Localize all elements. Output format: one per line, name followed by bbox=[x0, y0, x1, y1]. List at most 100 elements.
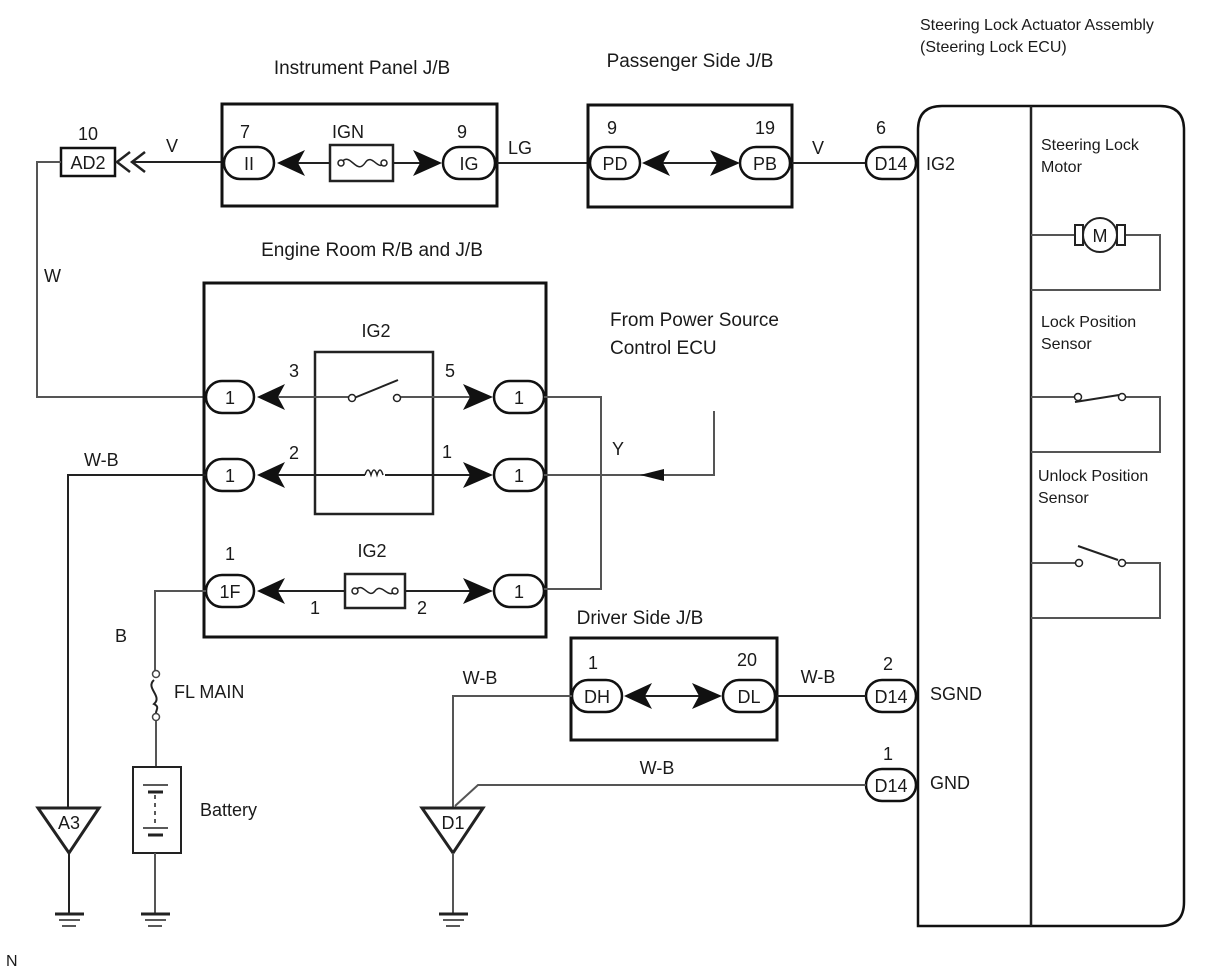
erjb-right-mid-label: 1 bbox=[514, 466, 524, 486]
instrument-panel-jb-title: Instrument Panel J/B bbox=[274, 58, 450, 79]
erjb-fuse-pin-left: 1 bbox=[310, 598, 320, 618]
ecu-connector-label-ig2: D14 bbox=[874, 154, 907, 174]
psjb-left-connector-label: PD bbox=[602, 154, 627, 174]
ground-d1-label: D1 bbox=[441, 813, 464, 833]
driver-side-jb: 1 DH 20 DL bbox=[569, 636, 779, 742]
instrument-panel-jb: 7 II IGN 9 IG bbox=[220, 102, 499, 208]
unlock-sensor-label-line1: Unlock Position bbox=[1038, 468, 1148, 485]
ground-point-a3: A3 bbox=[35, 806, 102, 927]
steering-lock-title-line1: Steering Lock Actuator Assembly bbox=[920, 17, 1154, 34]
driver-side-jb-title: Driver Side J/B bbox=[577, 608, 704, 629]
motor-symbol: M bbox=[1093, 226, 1108, 246]
wire-label-v1: V bbox=[166, 136, 178, 156]
ad2-label: AD2 bbox=[70, 153, 105, 173]
erjb-right-top-label: 1 bbox=[514, 388, 524, 408]
power-source-line2: Control ECU bbox=[610, 338, 717, 359]
ipjb-left-connector-label: II bbox=[244, 154, 254, 174]
ecu-terminal-gnd: GND bbox=[930, 773, 970, 793]
lock-sensor-label-line1: Lock Position bbox=[1041, 314, 1136, 331]
ecu-connector-label-gnd: D14 bbox=[874, 776, 907, 796]
ipjb-right-pin-number: 9 bbox=[457, 122, 467, 142]
relay-ig2-box bbox=[313, 350, 435, 516]
corner-mark: N bbox=[6, 953, 18, 970]
power-source-line1: From Power Source bbox=[610, 310, 779, 331]
ipjb-left-pin-number: 7 bbox=[240, 122, 250, 142]
motor-icon: M bbox=[1074, 217, 1126, 253]
ecu-connector-label-sgnd: D14 bbox=[874, 687, 907, 707]
ground-a3-label: A3 bbox=[58, 813, 80, 833]
relay-pin-1: 1 bbox=[442, 442, 452, 462]
ecu-ig2-pin: 6 bbox=[876, 118, 886, 138]
ipjb-right-arrow-icon bbox=[413, 150, 442, 176]
motor-label-line2: Motor bbox=[1041, 159, 1083, 176]
psjb-left-arrow-icon bbox=[642, 150, 670, 176]
psjb-right-connector-label: PB bbox=[753, 154, 777, 174]
dsjb-left-pin-number: 1 bbox=[588, 653, 598, 673]
wire-label-w: W bbox=[44, 266, 61, 286]
wire-label-wb-gnd: W-B bbox=[640, 758, 675, 778]
relay-pin-3: 3 bbox=[289, 361, 299, 381]
lock-sensor-label-line2: Sensor bbox=[1041, 336, 1092, 353]
motor-label-line1: Steering Lock bbox=[1041, 137, 1140, 154]
steering-lock-ecu: 6 D14 IG2 2 D14 SGND 1 D14 GND Steering … bbox=[864, 104, 1186, 928]
wire-label-wb-dsjb-left: W-B bbox=[463, 668, 498, 688]
fl-main-label: FL MAIN bbox=[174, 682, 244, 702]
ecu-terminal-sgnd: SGND bbox=[930, 684, 982, 704]
power-source-arrow-icon bbox=[640, 469, 664, 481]
ipjb-right-connector-label: IG bbox=[459, 154, 478, 174]
ipjb-connector-ii bbox=[222, 145, 276, 181]
dsjb-right-pin-number: 20 bbox=[737, 650, 757, 670]
psjb-connector-pd bbox=[588, 145, 642, 181]
dsjb-left-connector-label: DH bbox=[584, 687, 610, 707]
ground-point-d1: D1 bbox=[419, 806, 486, 927]
wire-label-v2: V bbox=[812, 138, 824, 158]
wire-label-wb-relay: W-B bbox=[84, 450, 119, 470]
erjb-right-bot-label: 1 bbox=[514, 582, 524, 602]
ground-icon-battery bbox=[141, 912, 170, 927]
ipjb-fuse-label: IGN bbox=[332, 122, 364, 142]
dsjb-right-connector-label: DL bbox=[737, 687, 760, 707]
relay-pin-2: 2 bbox=[289, 443, 299, 463]
unlock-sensor-label-line2: Sensor bbox=[1038, 490, 1089, 507]
steering-lock-title-line2: (Steering Lock ECU) bbox=[920, 39, 1067, 56]
engine-room-jb-title: Engine Room R/B and J/B bbox=[261, 240, 483, 261]
ecu-connector-d14-ig2 bbox=[864, 145, 918, 181]
ecu-sgnd-pin: 2 bbox=[883, 654, 893, 674]
relay-ig2-label: IG2 bbox=[361, 321, 390, 341]
wire-label-b: B bbox=[115, 626, 127, 646]
wire-label-wb-dsjb-right: W-B bbox=[801, 667, 836, 687]
erjb-left-top-label: 1 bbox=[225, 388, 235, 408]
passenger-side-jb: 9 PD 19 PB bbox=[586, 103, 794, 209]
ad2-connector: 10 AD2 bbox=[59, 124, 146, 178]
erjb-fuse-icon bbox=[343, 572, 407, 610]
ipjb-left-arrow-icon bbox=[277, 150, 305, 176]
erjb-connector-right-bot bbox=[492, 573, 546, 609]
ecu-terminal-ig2: IG2 bbox=[926, 154, 955, 174]
wire-y bbox=[544, 411, 715, 476]
psjb-left-pin-number: 9 bbox=[607, 118, 617, 138]
relay-coil-icon bbox=[364, 469, 384, 478]
erjb-fuse-label: IG2 bbox=[357, 541, 386, 561]
erjb-connector-left-top bbox=[204, 379, 256, 415]
fl-main-fusible-link-icon bbox=[150, 669, 161, 722]
unlock-sensor-switch-icon bbox=[1074, 545, 1127, 568]
ipjb-connector-ig bbox=[441, 145, 497, 181]
psjb-right-arrow-icon bbox=[710, 150, 740, 176]
battery-label: Battery bbox=[200, 800, 257, 820]
relay-switch-icon bbox=[347, 379, 402, 403]
psjb-right-pin-number: 19 bbox=[755, 118, 775, 138]
dsjb-connector-dl bbox=[721, 678, 777, 714]
battery-icon bbox=[132, 766, 182, 854]
wire-label-y: Y bbox=[612, 439, 624, 459]
psjb-connector-pb bbox=[738, 145, 792, 181]
wire-w bbox=[36, 161, 204, 398]
erjb-left-mid-label: 1 bbox=[225, 466, 235, 486]
erjb-fuse-pin-right: 2 bbox=[417, 598, 427, 618]
erjb-left-bot-label: 1F bbox=[219, 582, 240, 602]
erjb-left-bot-pin: 1 bbox=[225, 544, 235, 564]
lock-sensor-switch-icon bbox=[1073, 392, 1127, 403]
relay-pin-5: 5 bbox=[445, 361, 455, 381]
engine-room-rb-jb: IG2 1 3 5 1 1 2 1 1 1 1F IG2 bbox=[202, 281, 548, 639]
ecu-gnd-pin: 1 bbox=[883, 744, 893, 764]
